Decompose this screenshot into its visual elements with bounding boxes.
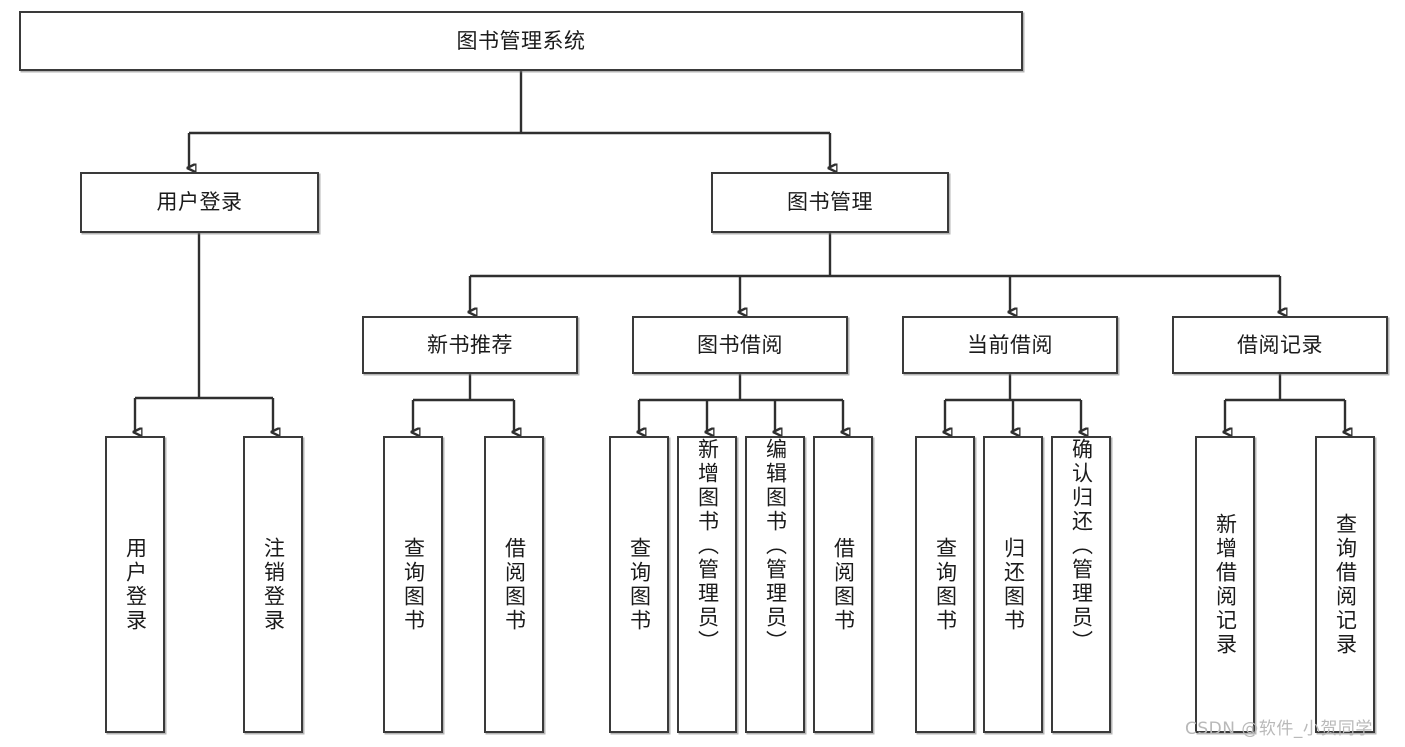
leaf-borrow-book[interactable]: 借阅图书 bbox=[813, 436, 873, 733]
leaf-confirm-return-admin[interactable]: 确认归还（管理员） bbox=[1051, 436, 1111, 733]
node-label: 查询图书 bbox=[933, 536, 958, 633]
node-label: 用户登录 bbox=[156, 190, 243, 214]
node-label: 借阅图书 bbox=[502, 536, 527, 633]
node-label: 用户登录 bbox=[123, 536, 148, 633]
node-label: 借阅记录 bbox=[1237, 332, 1323, 357]
leaf-query-book-recommend[interactable]: 查询图书 bbox=[383, 436, 443, 733]
node-label: 注销登录 bbox=[261, 536, 286, 633]
node-borrow-record[interactable]: 借阅记录 bbox=[1172, 316, 1388, 374]
node-label: 确认归还（管理员） bbox=[1069, 438, 1094, 654]
leaf-query-borrow-record[interactable]: 查询借阅记录 bbox=[1315, 436, 1375, 733]
node-label: 查询图书 bbox=[627, 536, 652, 633]
leaf-query-book-borrow[interactable]: 查询图书 bbox=[609, 436, 669, 733]
node-label: 归还图书 bbox=[1001, 536, 1026, 633]
node-label: 新增借阅记录 bbox=[1213, 512, 1238, 657]
leaf-add-book-admin[interactable]: 新增图书（管理员） bbox=[677, 436, 737, 733]
leaf-add-borrow-record[interactable]: 新增借阅记录 bbox=[1195, 436, 1255, 733]
node-label: 新增图书（管理员） bbox=[695, 438, 720, 654]
node-book-management[interactable]: 图书管理 bbox=[711, 172, 949, 233]
node-label: 图书管理 bbox=[787, 190, 873, 214]
node-root-book-management-system[interactable]: 图书管理系统 bbox=[19, 11, 1023, 71]
leaf-query-book-current[interactable]: 查询图书 bbox=[915, 436, 975, 733]
leaf-logout[interactable]: 注销登录 bbox=[243, 436, 303, 733]
node-new-book-recommend[interactable]: 新书推荐 bbox=[362, 316, 578, 374]
node-label: 图书管理系统 bbox=[456, 28, 586, 53]
node-current-borrow[interactable]: 当前借阅 bbox=[902, 316, 1118, 374]
leaf-user-login[interactable]: 用户登录 bbox=[105, 436, 165, 733]
leaf-borrow-book-recommend[interactable]: 借阅图书 bbox=[484, 436, 544, 733]
node-label: 借阅图书 bbox=[831, 536, 856, 633]
node-label: 图书借阅 bbox=[697, 332, 783, 357]
node-label: 当前借阅 bbox=[967, 332, 1053, 357]
node-label: 查询图书 bbox=[401, 536, 426, 633]
node-label: 新书推荐 bbox=[427, 332, 513, 357]
node-label: 编辑图书（管理员） bbox=[763, 438, 788, 654]
leaf-edit-book-admin[interactable]: 编辑图书（管理员） bbox=[745, 436, 805, 733]
node-label: 查询借阅记录 bbox=[1333, 512, 1358, 657]
csdn-watermark: CSDN @软件_小贺同学 bbox=[1185, 719, 1373, 739]
leaf-return-book[interactable]: 归还图书 bbox=[983, 436, 1043, 733]
node-user-login[interactable]: 用户登录 bbox=[80, 172, 319, 233]
node-book-borrow[interactable]: 图书借阅 bbox=[632, 316, 848, 374]
